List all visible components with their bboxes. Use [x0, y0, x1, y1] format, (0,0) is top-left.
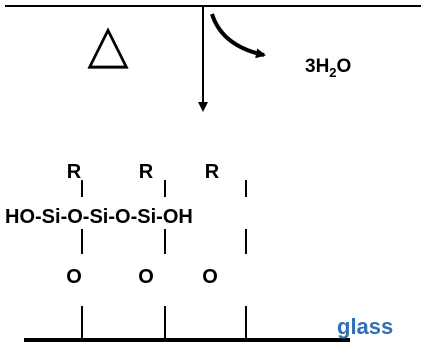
r-group-2: R: [139, 161, 154, 183]
chain-link-2: -O-: [108, 206, 137, 228]
bridging-oxygen-2: O: [138, 266, 154, 288]
chain-si-2: Si: [89, 206, 108, 228]
chain-right-end: -OH: [156, 206, 193, 228]
bridging-oxygen-1: O: [66, 266, 82, 288]
r-group-1: R: [67, 161, 82, 183]
r-group-3: R: [205, 161, 220, 183]
chain-left-end: HO-: [5, 206, 42, 228]
byproduct-curved-arrow: [210, 13, 266, 59]
byproduct-label: 3H2O: [305, 56, 351, 80]
chain-si-1: Si: [42, 206, 61, 228]
byproduct-subscript: 2: [329, 65, 336, 80]
glass-label: glass: [337, 314, 393, 339]
siloxane-chain: HO-Si-O-Si-O-Si-OH: [5, 206, 193, 228]
bridging-oxygen-3: O: [202, 266, 218, 288]
heat-symbol: △: [87, 14, 129, 74]
byproduct-suffix: O: [337, 56, 352, 77]
chain-link-1: -O-: [61, 206, 90, 228]
byproduct-prefix: 3H: [305, 56, 329, 77]
chain-si-3: Si: [137, 206, 156, 228]
